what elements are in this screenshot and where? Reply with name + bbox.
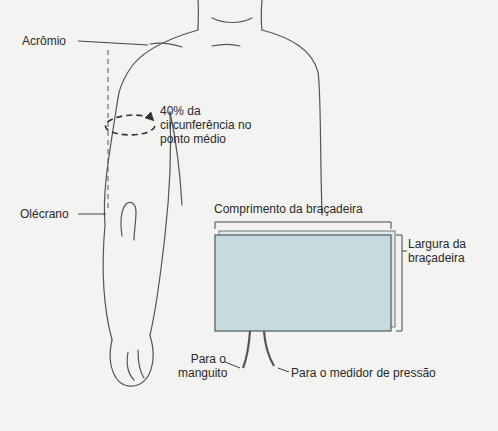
part-label: 40% da circunferência no ponto médio: [160, 104, 252, 146]
part-label: Comprimento da braçadeira: [214, 202, 363, 216]
width-bracket: [396, 235, 402, 331]
hand-outline: [110, 335, 153, 386]
torso-outline: [262, 30, 322, 215]
part-label: Olécrano: [20, 207, 69, 221]
leader-line: [278, 368, 289, 372]
cuff-rectangle: [215, 235, 391, 331]
circumference-arrow: [105, 115, 155, 135]
part-label: Para o manguito: [178, 352, 226, 380]
part-label: Para o medidor de pressão: [291, 366, 461, 380]
gauge-tube: [264, 331, 274, 366]
shoulder-outline: [118, 30, 198, 98]
part-label: Largura da braçadeira: [408, 237, 494, 265]
leader-line: [225, 362, 240, 368]
neck-outline: [197, 0, 199, 30]
finger-outline: [121, 202, 136, 240]
finger-line: [127, 352, 134, 380]
leader-line: [402, 251, 407, 252]
arm-outline: [103, 98, 118, 340]
length-bracket: [215, 222, 391, 229]
part-label: Acrômio: [22, 34, 66, 48]
neck-outline: [261, 0, 263, 30]
cuff-tube: [243, 331, 250, 368]
leader-line: [78, 214, 106, 215]
clavicle-mark: [212, 45, 240, 47]
finger-line: [138, 350, 144, 378]
chin-outline: [212, 18, 252, 23]
acromion-mark: [150, 43, 182, 47]
leader-line: [78, 41, 148, 45]
